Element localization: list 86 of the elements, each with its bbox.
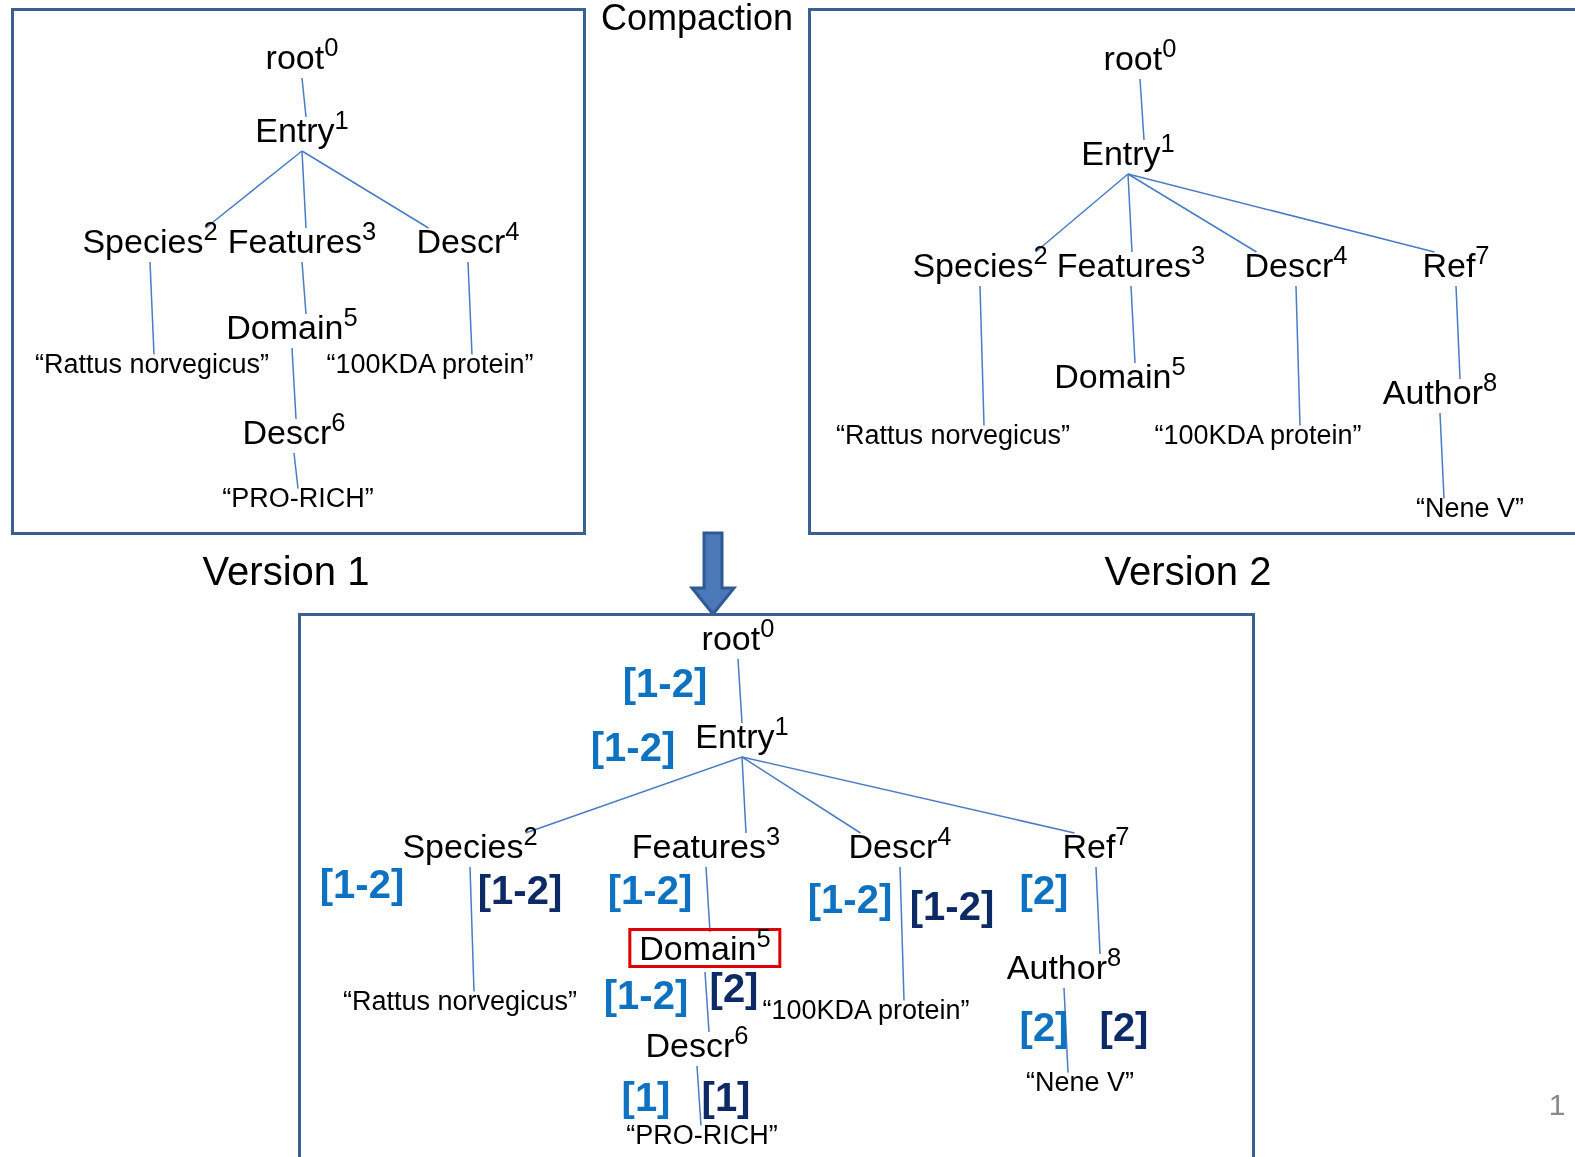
- tree-line: [704, 971, 710, 1033]
- tree-line: [301, 150, 430, 229]
- element-name: Species$^{2}$: [912, 248, 1048, 282]
- value-text: “Nene V”: [1416, 494, 1524, 522]
- element-name: Domain$^{5}$: [226, 310, 358, 344]
- tree-line: [705, 866, 711, 933]
- value-text: “PRO-RICH”: [626, 1121, 778, 1149]
- version-range: [1]: [701, 1077, 751, 1117]
- element-name: Descr$^{4}$: [416, 224, 520, 258]
- tree-line: [301, 150, 307, 229]
- tree-line: [1095, 866, 1101, 955]
- element-name: Author$^{8}$: [1006, 950, 1122, 984]
- element-name: Domain$^{5}$: [1054, 359, 1186, 393]
- tree-line: [741, 756, 1076, 834]
- element-name: root$^{0}$: [701, 621, 775, 655]
- element-name: Descr$^{4}$: [848, 829, 952, 863]
- panel-frame: [808, 8, 1575, 535]
- tree-line: [741, 756, 747, 834]
- page-number: 1: [1548, 1090, 1566, 1120]
- tree-line: [301, 261, 307, 315]
- value-text: “Rattus norvegicus”: [342, 987, 578, 1015]
- tree-line: [1439, 412, 1445, 500]
- element-name: Descr$^{6}$: [645, 1028, 749, 1062]
- tree-line: [899, 866, 905, 1002]
- tree-line: [524, 756, 743, 834]
- version-range: [1-2]: [603, 975, 689, 1015]
- version-range: [2]: [1019, 870, 1069, 910]
- tree-line: [696, 1065, 702, 1127]
- element-name: Entry$^{1}$: [255, 113, 349, 147]
- element-name: Species$^{2}$: [82, 224, 218, 258]
- version-range: [1-2]: [909, 886, 995, 926]
- tree-line: [979, 285, 985, 427]
- element-name: Descr$^{4}$: [1244, 248, 1348, 282]
- element-name: Ref$^{7}$: [1422, 248, 1490, 282]
- version-range: [1-2]: [622, 663, 708, 703]
- version-range: [1-2]: [607, 870, 693, 910]
- value-text: “PRO-RICH”: [222, 484, 374, 512]
- tree-line: [1455, 285, 1461, 380]
- element-name: Features$^{3}$: [227, 224, 377, 258]
- element-name: Features$^{3}$: [1056, 248, 1206, 282]
- tree-line: [1063, 987, 1069, 1074]
- element-name: root$^{0}$: [1103, 41, 1177, 75]
- tree-line: [741, 756, 862, 834]
- value-text: “100KDA protein”: [326, 350, 534, 378]
- tree-line: [467, 261, 473, 356]
- value-text: “Rattus norvegicus”: [835, 421, 1071, 449]
- element-name: Domain$^{5}$: [628, 928, 782, 968]
- value-text: “Rattus norvegicus”: [34, 350, 270, 378]
- element-name: Ref$^{7}$: [1062, 829, 1130, 863]
- value-text: “Nene V”: [1026, 1068, 1134, 1096]
- tree-line: [469, 866, 475, 993]
- tree-line: [149, 261, 155, 356]
- version-range: [2]: [709, 968, 759, 1008]
- version-range: [1-2]: [590, 727, 676, 767]
- version-caption: Version 2: [1104, 551, 1272, 591]
- element-name: root$^{0}$: [265, 40, 339, 74]
- tree-line: [293, 452, 299, 490]
- tree-line: [301, 77, 307, 118]
- tree-line: [1127, 173, 1133, 253]
- value-text: “100KDA protein”: [1154, 421, 1362, 449]
- panel-frame: [298, 613, 1255, 1157]
- version-range: [1]: [621, 1077, 671, 1117]
- tree-line: [291, 347, 297, 420]
- version-range: [2]: [1019, 1007, 1069, 1047]
- version-range: [1-2]: [477, 870, 563, 910]
- tree-line: [1127, 173, 1258, 253]
- element-name: Author$^{8}$: [1382, 375, 1498, 409]
- tree-line: [1130, 285, 1136, 364]
- tree-line: [1127, 173, 1436, 253]
- version-range: [2]: [1099, 1007, 1149, 1047]
- version-range: [1-2]: [319, 864, 405, 904]
- version-range: [1-2]: [807, 879, 893, 919]
- version-caption: Version 1: [202, 551, 370, 591]
- tree-line: [1295, 285, 1301, 427]
- value-text: “100KDA protein”: [762, 996, 970, 1024]
- tree-line: [1034, 173, 1129, 253]
- tree-line: [1139, 78, 1145, 141]
- slide-title: Compaction: [600, 0, 794, 36]
- panel-frame: [11, 8, 586, 535]
- element-name: Features$^{3}$: [631, 829, 781, 863]
- element-name: Descr$^{6}$: [242, 415, 346, 449]
- element-name: Entry$^{1}$: [1081, 136, 1175, 170]
- element-name: Species$^{2}$: [402, 829, 538, 863]
- element-name: Entry$^{1}$: [695, 719, 789, 753]
- tree-line: [204, 150, 303, 229]
- tree-line: [737, 658, 743, 724]
